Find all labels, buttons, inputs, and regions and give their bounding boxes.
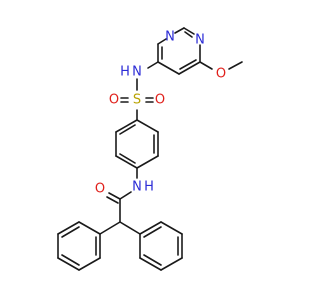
atom-o-methoxy: O xyxy=(216,67,226,82)
bond xyxy=(184,31,193,38)
bonds xyxy=(57,27,243,271)
bond xyxy=(228,61,243,70)
bond xyxy=(178,61,201,75)
bond xyxy=(199,61,213,70)
bond xyxy=(115,119,138,133)
bond xyxy=(157,38,167,45)
atom-n-ring-2: N xyxy=(195,33,205,48)
bond xyxy=(57,221,80,235)
bond xyxy=(106,196,119,204)
bond xyxy=(139,221,162,235)
bond xyxy=(78,221,101,235)
bond xyxy=(160,257,183,271)
bond xyxy=(160,221,183,235)
atom-o-sulfonyl-right: O xyxy=(155,93,165,108)
molecule-diagram: N H N N O S O O N H O xyxy=(57,27,243,271)
bond xyxy=(143,254,162,266)
bond xyxy=(183,27,195,35)
bond xyxy=(139,257,162,271)
atom-h-amine: H xyxy=(120,65,130,80)
bond xyxy=(143,226,162,238)
atom-o-carbonyl: O xyxy=(95,182,105,197)
bond xyxy=(115,155,138,169)
atom-n-ring-1: N xyxy=(165,30,175,45)
bond xyxy=(136,155,159,169)
bond xyxy=(157,61,180,75)
bond xyxy=(136,119,159,133)
structure-canvas: N H N N O S O O N H O xyxy=(57,27,243,271)
bond xyxy=(119,124,136,135)
bond xyxy=(174,27,185,34)
atom-n-amide: N xyxy=(132,180,142,195)
bond xyxy=(61,226,80,238)
atom-n-amine: N xyxy=(132,65,142,80)
bond xyxy=(119,153,136,164)
bond xyxy=(61,254,80,266)
atom-s-sulfonyl: S xyxy=(133,93,141,108)
bond xyxy=(99,221,121,235)
bond xyxy=(78,257,101,271)
bond xyxy=(119,221,141,235)
bond xyxy=(119,191,132,200)
atom-o-sulfonyl-left: O xyxy=(109,93,119,108)
bond xyxy=(57,257,80,271)
bond xyxy=(147,61,159,69)
atom-h-amide: H xyxy=(144,180,154,195)
bond xyxy=(108,192,121,200)
bond xyxy=(179,59,197,70)
atom-labels: N H N N O S O O N H O xyxy=(95,30,226,197)
